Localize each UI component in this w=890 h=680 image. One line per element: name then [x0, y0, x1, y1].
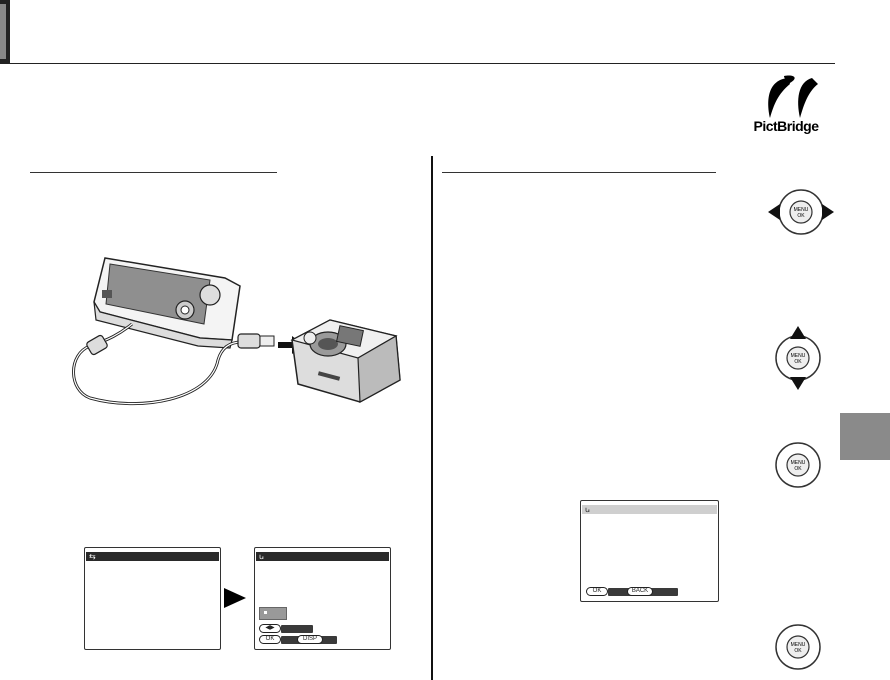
- pictbridge-logo-text: PictBridge: [753, 118, 819, 134]
- svg-text:OK: OK: [794, 359, 802, 365]
- pictbridge-logo-icon: [760, 74, 822, 120]
- column-divider: [431, 156, 433, 680]
- frame-thumbnail: [259, 607, 287, 620]
- selector-up-down-icon: MENU OK: [773, 325, 823, 396]
- pictbridge-icon: ꭎ: [585, 505, 590, 514]
- svg-text:MENU: MENU: [794, 207, 809, 213]
- camera-icon: [93, 257, 241, 349]
- screen-title-bar: ꭎ: [582, 505, 717, 514]
- next-screen-arrow-icon: [224, 586, 248, 615]
- screen-title-bar: ꭎ: [256, 552, 389, 561]
- pictbridge-icon: ꭎ: [259, 552, 264, 561]
- svg-text:OK: OK: [794, 648, 802, 654]
- usb-icon: ⇆: [89, 552, 96, 561]
- camera-screen-usb: ⇆: [84, 547, 221, 650]
- header-bar-accent: [0, 4, 6, 59]
- header-rule: [0, 63, 835, 64]
- svg-text:OK: OK: [797, 213, 805, 219]
- svg-text:MENU: MENU: [791, 642, 806, 648]
- back-button-label: BACK: [627, 587, 653, 596]
- select-arrows-icon: ◀▶: [259, 624, 281, 633]
- svg-text:MENU: MENU: [791, 353, 806, 359]
- screen-title-bar: ⇆: [86, 552, 219, 561]
- camera-printer-illustration: [60, 250, 410, 425]
- print-confirm-screen: ꭎ OK BACK: [580, 500, 719, 602]
- selector-ok-icon: MENU OK: [773, 440, 823, 495]
- selector-left-right-icon: MENU OK: [766, 184, 836, 245]
- section-rule-left: [30, 172, 277, 173]
- select-bar: [281, 625, 313, 633]
- section-rule-right: [442, 172, 716, 173]
- selector-ok-icon-2: MENU OK: [773, 622, 823, 677]
- chapter-tab: [840, 413, 890, 460]
- ok-button-label: OK: [586, 587, 608, 596]
- camera-screen-pictbridge: ꭎ ◀▶ OK DISP: [254, 547, 391, 650]
- svg-text:OK: OK: [794, 466, 802, 472]
- disp-button-label: DISP: [297, 635, 323, 644]
- printer-icon: [290, 319, 401, 403]
- ok-button-label: OK: [259, 635, 281, 644]
- svg-text:MENU: MENU: [791, 460, 806, 466]
